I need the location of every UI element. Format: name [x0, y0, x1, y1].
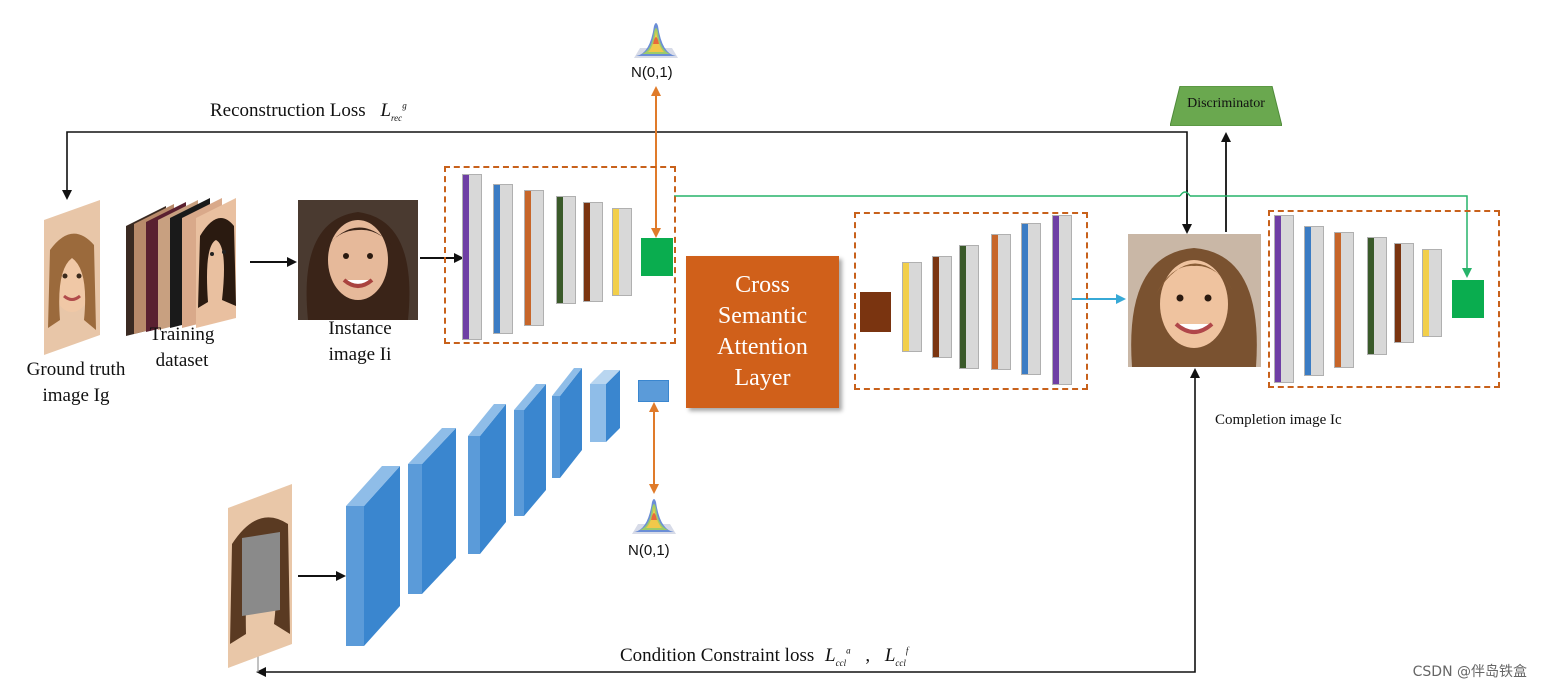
encoder-layer-2 — [493, 184, 513, 334]
decoder-layer-5 — [1021, 223, 1041, 375]
encoder-layer-6 — [612, 208, 632, 296]
decoder-layer-4 — [991, 234, 1011, 370]
gaussian-surface-icon — [632, 18, 680, 64]
reconstruction-loss-label: Reconstruction Loss Lrecg — [210, 100, 407, 123]
encoder-layer-4 — [556, 196, 576, 304]
completion-image-label: Completion image Ic — [1215, 412, 1342, 428]
completion-encoder-box — [1268, 210, 1500, 388]
training-dataset-stack — [124, 196, 254, 336]
encoder-layer-5 — [583, 202, 603, 302]
completion-encoder-layer-5 — [1394, 243, 1414, 343]
completion-encoder-layer-6 — [1422, 249, 1442, 337]
condition-loss-label: Condition Constraint loss Lccla , Lcclf — [620, 645, 909, 668]
latent-code-bottom — [638, 380, 669, 402]
latent-code-right — [1452, 280, 1484, 318]
latent-code-decoder — [860, 292, 891, 332]
decoder-layer-1 — [902, 262, 922, 352]
discriminator-block: Discriminator — [1169, 85, 1283, 127]
gaussian-surface-icon — [630, 494, 678, 540]
masked-input-image — [228, 484, 292, 668]
cross-semantic-attention-layer: Cross Semantic Attention Layer — [686, 256, 839, 408]
ground-truth-image — [44, 200, 100, 355]
encoder-box — [444, 166, 676, 344]
completion-encoder-layer-3 — [1334, 232, 1354, 368]
decoder-box — [854, 212, 1088, 390]
instance-image — [298, 200, 418, 320]
decoder-layer-3 — [959, 245, 979, 369]
condition-loss-arrow — [256, 378, 1196, 677]
decoder-layer-6 — [1052, 215, 1072, 385]
decoder-layer-2 — [932, 256, 952, 358]
discriminator-label: Discriminator — [1187, 96, 1265, 111]
encoder-layer-1 — [462, 174, 482, 340]
noise-bottom-label: N(0,1) — [628, 542, 670, 559]
masked-encoder-blocks — [340, 360, 680, 650]
completion-image — [1128, 234, 1261, 367]
watermark: CSDN @伴岛铁盒 — [1412, 664, 1527, 680]
completion-encoder-layer-1 — [1274, 215, 1294, 383]
completion-encoder-layer-4 — [1367, 237, 1387, 355]
latent-code-top — [641, 238, 673, 276]
noise-top-label: N(0,1) — [631, 64, 673, 81]
encoder-layer-3 — [524, 190, 544, 326]
completion-encoder-layer-2 — [1304, 226, 1324, 376]
